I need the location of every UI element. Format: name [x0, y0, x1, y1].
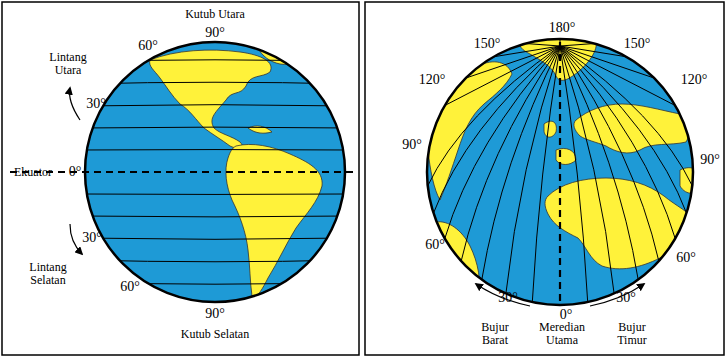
meridian-line — [560, 46, 659, 261]
degree-label: 60° — [120, 280, 140, 295]
latitude-line — [80, 105, 350, 106]
panel-frame — [365, 2, 724, 355]
south-arrow — [70, 224, 82, 254]
meridian-line — [560, 46, 588, 302]
south-america — [226, 144, 322, 296]
degree-label: 90° — [205, 307, 225, 322]
prime-meridian — [559, 42, 561, 305]
axis-name: Ekuator — [14, 166, 52, 179]
degree-label: 30° — [616, 291, 636, 306]
axis-name: Kutub Selatan — [181, 328, 249, 341]
degree-label: 90° — [205, 26, 225, 41]
meridian-line — [428, 46, 560, 186]
meridian-line — [560, 44, 594, 47]
globe-outline — [85, 42, 345, 302]
axis-name: Lintang Selatan — [22, 261, 74, 286]
east-arrow — [590, 284, 644, 306]
meridian-line — [560, 46, 692, 186]
degree-label: 60° — [676, 251, 696, 266]
africa — [545, 178, 696, 269]
degree-label: 120° — [419, 73, 446, 88]
meridian-line — [526, 44, 560, 47]
latitude-line — [80, 194, 350, 195]
degree-label: 90° — [402, 138, 422, 153]
degree-label: 0° — [69, 165, 82, 180]
meridian-line — [532, 46, 560, 302]
latitude-line — [80, 149, 350, 150]
meridian-line — [445, 46, 560, 239]
south-america — [432, 222, 480, 301]
meridian-line — [482, 46, 560, 280]
meridian-line — [560, 46, 614, 294]
meridian-line — [466, 46, 560, 78]
axis-name: Lintang Utara — [44, 51, 92, 76]
latitude-line — [80, 60, 350, 62]
latitude-line — [80, 127, 350, 129]
globe-outline — [427, 39, 693, 305]
latitude-line — [80, 238, 350, 239]
europe — [574, 104, 689, 153]
degree-label: 30° — [82, 231, 102, 246]
north-america — [150, 50, 271, 148]
meridian-line — [506, 46, 560, 294]
degree-label: 120° — [681, 73, 708, 88]
degree-label: 60° — [138, 39, 158, 54]
degree-label: 180° — [549, 21, 576, 36]
degree-label: 90° — [700, 153, 720, 168]
degree-label: 60° — [425, 238, 445, 253]
meridian-line — [560, 46, 654, 78]
west-arrow — [476, 284, 530, 306]
meridian-line — [560, 46, 687, 213]
meridian-line — [560, 46, 675, 106]
degree-label: 30° — [498, 291, 518, 306]
degree-label: 30° — [86, 97, 106, 112]
ocean — [427, 39, 693, 305]
degree-label: 150° — [624, 37, 651, 52]
axis-name: Bujur Timur — [610, 321, 654, 346]
british-isles — [544, 121, 556, 137]
panel-frame — [2, 2, 359, 355]
degree-label: 0° — [560, 308, 573, 323]
axis-name: Kutub Utara — [185, 8, 245, 21]
meridian-line — [560, 46, 675, 239]
axis-name: Meredian Utama — [534, 321, 590, 346]
north-arrow — [69, 88, 80, 120]
latitude-line — [80, 216, 350, 218]
equator-line — [10, 171, 358, 173]
axis-name: Bujur Barat — [473, 321, 517, 346]
meridian-line — [445, 46, 560, 106]
degree-label: 150° — [474, 37, 501, 52]
